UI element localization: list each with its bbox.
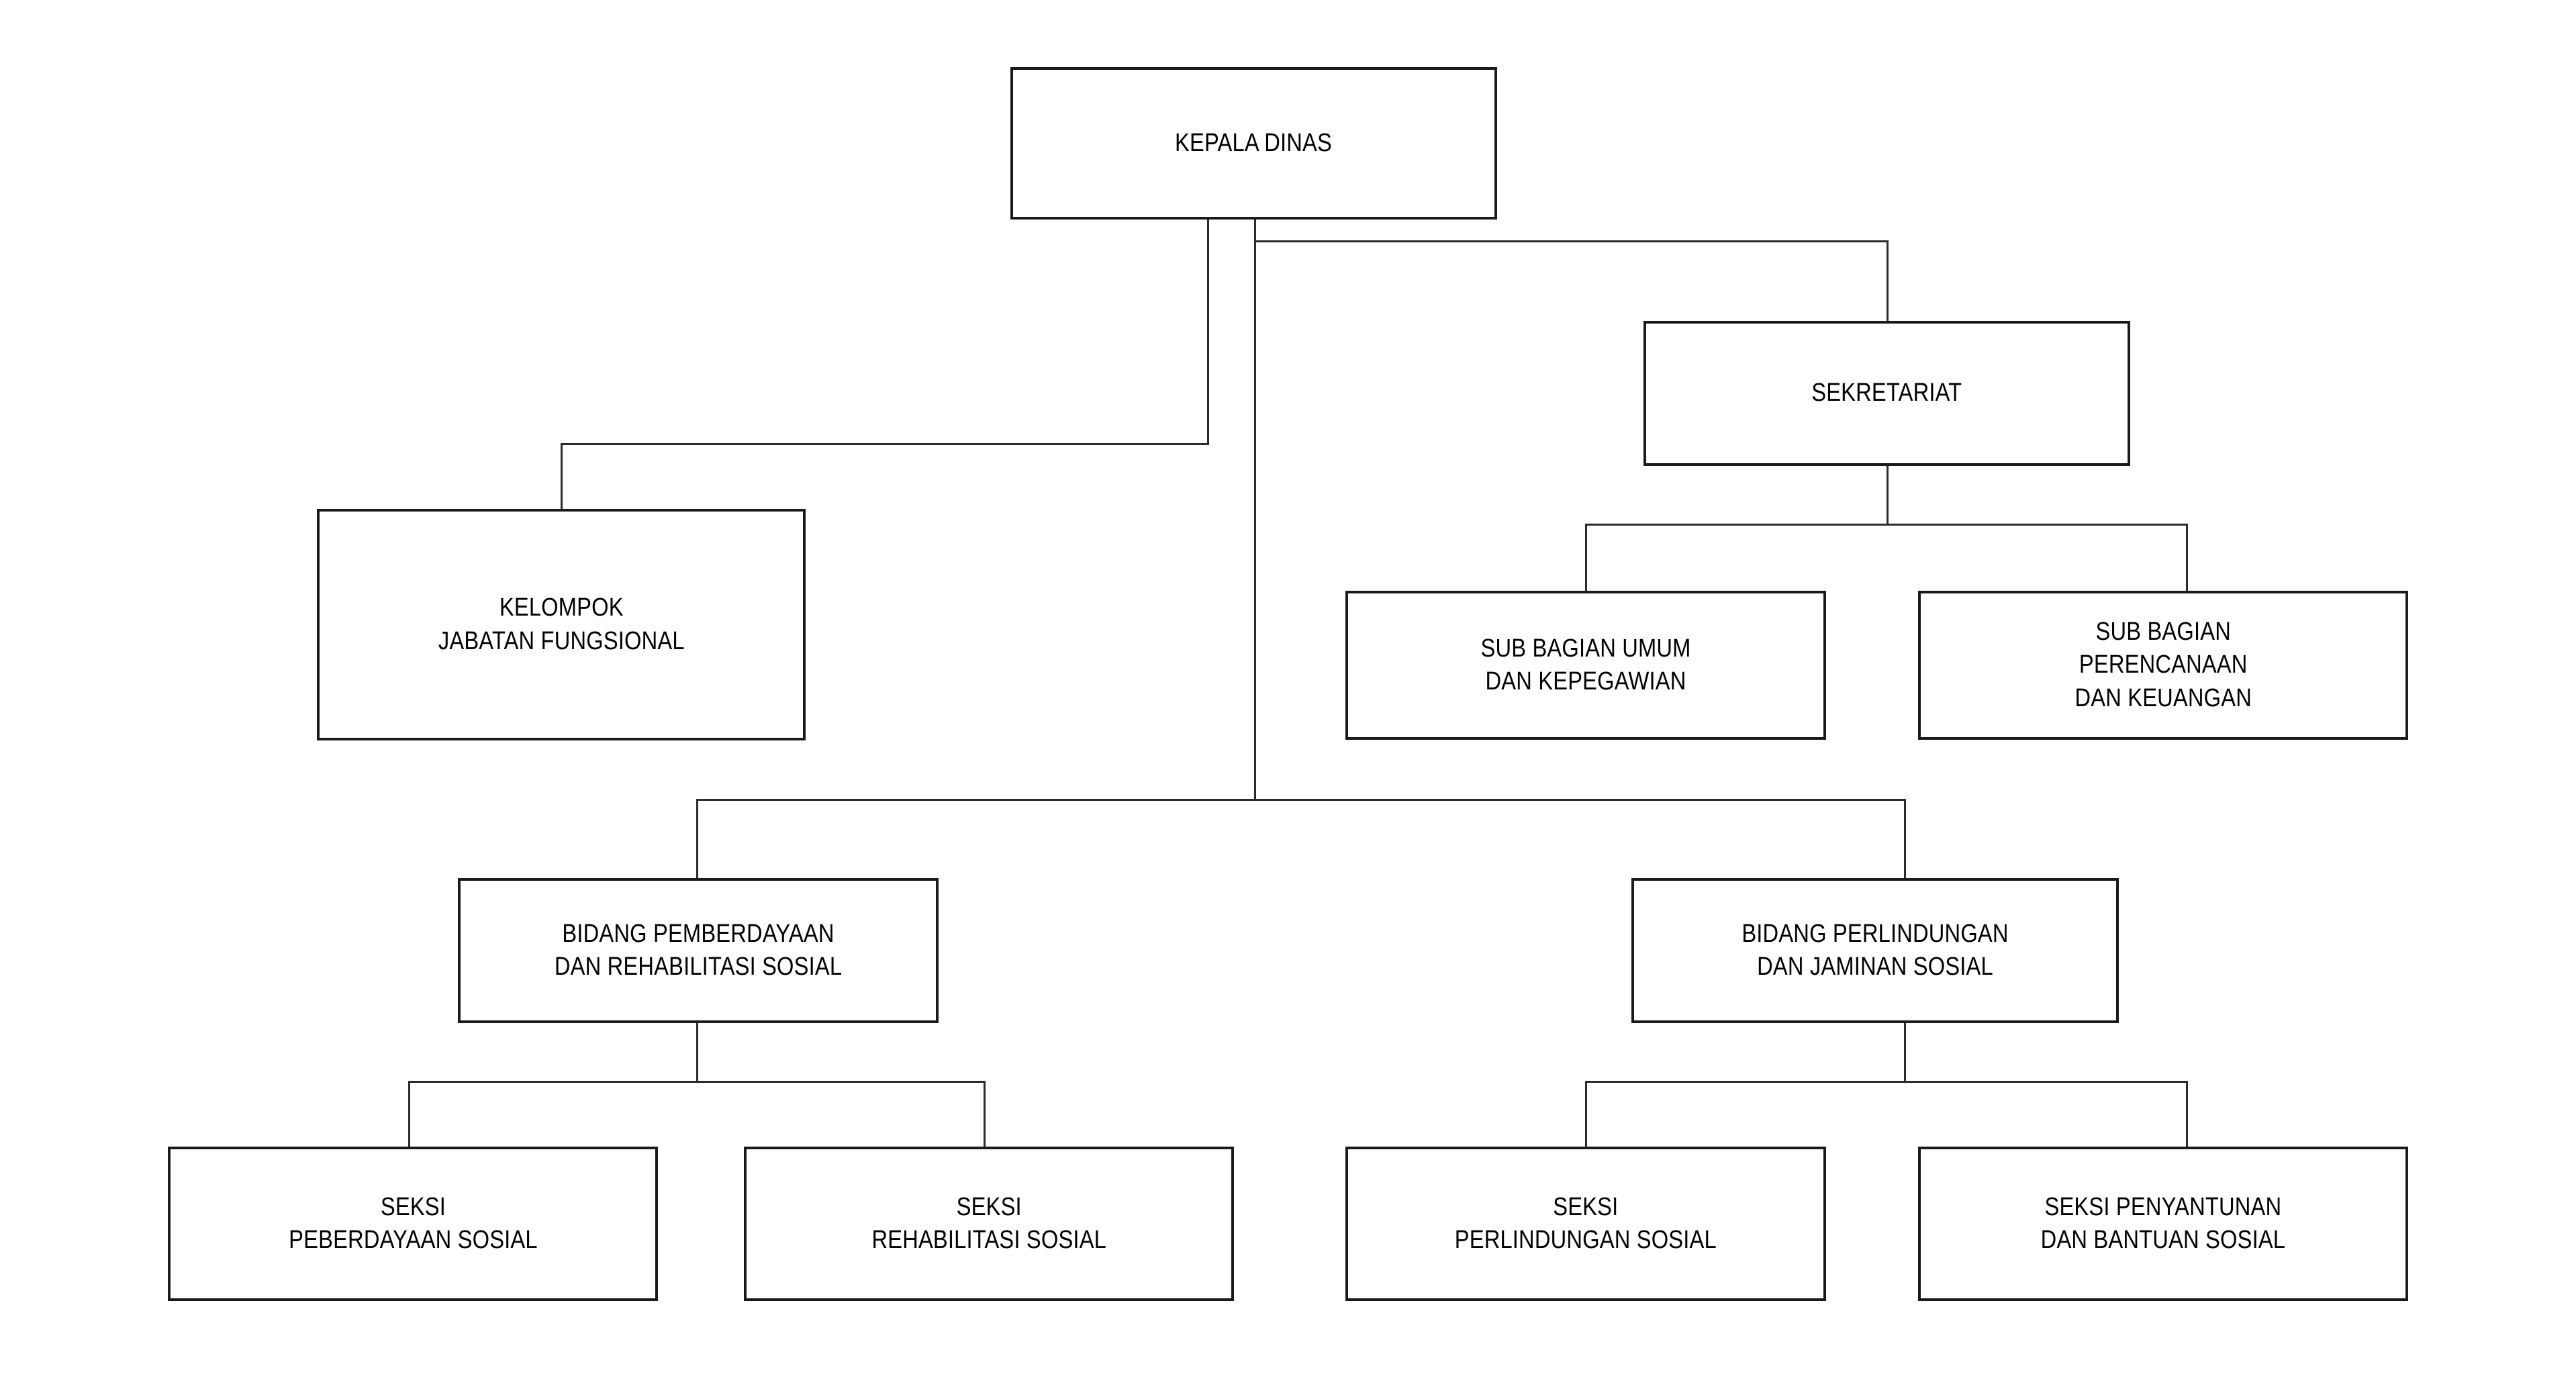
connector-seksi-peberdayaan-drop xyxy=(408,1081,410,1148)
node-seksi-rehabilitasi-sosial-label: SEKSI REHABILITASI SOSIAL xyxy=(871,1192,1106,1254)
node-kepala-dinas[interactable]: KEPALA DINAS xyxy=(1010,67,1497,220)
node-sekretariat[interactable]: SEKRETARIAT xyxy=(1643,321,2130,466)
connector-main-trunk xyxy=(1254,218,1256,801)
node-kelompok-jabatan-fungsional[interactable]: KELOMPOK JABATAN FUNGSIONAL xyxy=(317,509,806,740)
node-sub-bagian-umum[interactable]: SUB BAGIAN UMUM DAN KEPEGAWIAN xyxy=(1345,591,1826,740)
connector-seksi-left-bus xyxy=(408,1081,986,1083)
connector-subbag-perencanaan-drop xyxy=(2186,524,2188,592)
node-seksi-peberdayaan-sosial[interactable]: SEKSI PEBERDAYAAN SOSIAL xyxy=(168,1147,658,1301)
connector-seksi-right-bus xyxy=(1585,1081,2187,1083)
node-bidang-perlindungan-label: BIDANG PERLINDUNGAN DAN JAMINAN SOSIAL xyxy=(1742,919,2009,981)
connector-kelompok-drop xyxy=(561,443,563,510)
connector-kepala-to-kelompok-horizontal xyxy=(561,443,1209,445)
node-kepala-dinas-label: KEPALA DINAS xyxy=(1175,128,1333,157)
connector-sekretariat-stub xyxy=(1887,465,1889,525)
connector-kepala-to-sekretariat-horizontal xyxy=(1254,240,1888,242)
node-seksi-penyantunan[interactable]: SEKSI PENYANTUNAN DAN BANTUAN SOSIAL xyxy=(1918,1147,2408,1301)
node-sub-bagian-perencanaan-label: SUB BAGIAN PERENCANAAN DAN KEUANGAN xyxy=(2074,617,2252,712)
connector-bidang-perlindungan-drop xyxy=(1904,799,1906,879)
node-sekretariat-label: SEKRETARIAT xyxy=(1811,379,1962,407)
connector-subbag-umum-drop xyxy=(1585,524,1587,592)
connector-seksi-perlindungan-drop xyxy=(1585,1081,1587,1148)
node-seksi-perlindungan-sosial[interactable]: SEKSI PERLINDUNGAN SOSIAL xyxy=(1345,1147,1826,1301)
node-sub-bagian-umum-label: SUB BAGIAN UMUM DAN KEPEGAWIAN xyxy=(1480,634,1691,695)
node-bidang-pemberdayaan[interactable]: BIDANG PEMBERDAYAAN DAN REHABILITASI SOS… xyxy=(458,878,939,1023)
connector-bidang-bus xyxy=(696,799,1906,801)
connector-bidang-pemberdayaan-drop xyxy=(696,799,698,879)
connector-subbagian-bus xyxy=(1585,524,2187,526)
connector-seksi-rehabilitasi-drop xyxy=(984,1081,986,1148)
node-kelompok-jabatan-fungsional-label: KELOMPOK JABATAN FUNGSIONAL xyxy=(438,593,685,655)
node-seksi-penyantunan-label: SEKSI PENYANTUNAN DAN BANTUAN SOSIAL xyxy=(2040,1192,2286,1254)
connector-kepala-to-kelompok-vertical-upper xyxy=(1207,218,1209,445)
node-bidang-pemberdayaan-label: BIDANG PEMBERDAYAAN DAN REHABILITASI SOS… xyxy=(554,919,843,981)
node-seksi-peberdayaan-sosial-label: SEKSI PEBERDAYAAN SOSIAL xyxy=(288,1192,538,1254)
connector-perlindungan-stub xyxy=(1904,1022,1906,1082)
node-sub-bagian-perencanaan[interactable]: SUB BAGIAN PERENCANAAN DAN KEUANGAN xyxy=(1918,591,2408,740)
connector-sekretariat-drop xyxy=(1887,240,1889,322)
connector-seksi-penyantunan-drop xyxy=(2186,1081,2188,1148)
node-seksi-rehabilitasi-sosial[interactable]: SEKSI REHABILITASI SOSIAL xyxy=(744,1147,1234,1301)
node-bidang-perlindungan[interactable]: BIDANG PERLINDUNGAN DAN JAMINAN SOSIAL xyxy=(1631,878,2119,1023)
connector-pemberdayaan-stub xyxy=(696,1022,698,1082)
node-seksi-perlindungan-sosial-label: SEKSI PERLINDUNGAN SOSIAL xyxy=(1454,1192,1717,1254)
